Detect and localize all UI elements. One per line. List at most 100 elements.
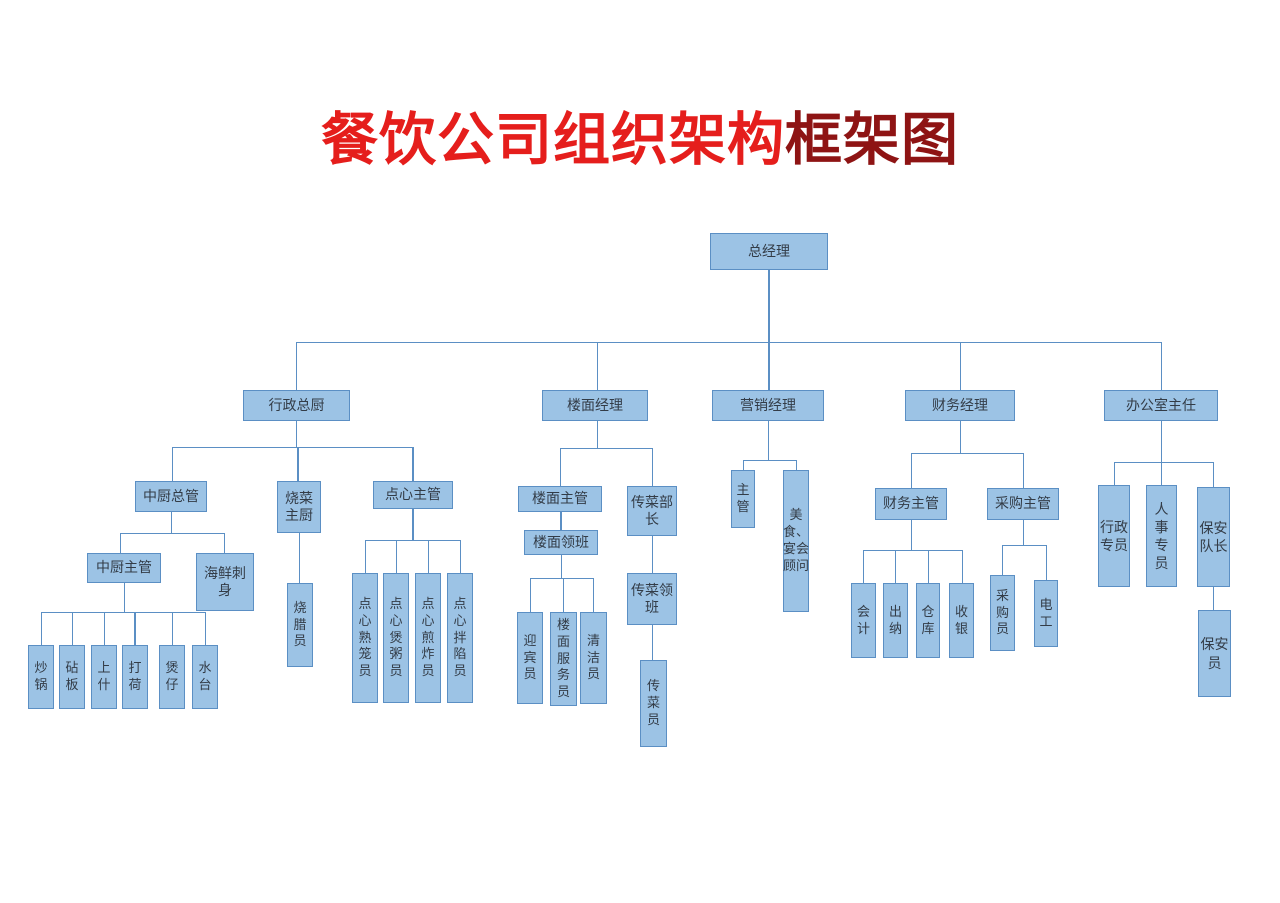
connector [560, 512, 562, 530]
connector [124, 583, 125, 612]
connector [1161, 462, 1162, 485]
connector [911, 453, 1023, 454]
node-accountant: 会计 [851, 583, 876, 658]
node-hr-specialist: 人事专员 [1146, 485, 1177, 587]
connector [530, 578, 531, 612]
node-wok-station: 炒锅 [28, 645, 54, 709]
connector [768, 270, 770, 342]
connector [768, 421, 769, 460]
connector [172, 612, 173, 645]
node-dimsum-filling-worker: 点心拌陷员 [447, 573, 473, 703]
connector [120, 533, 224, 534]
node-chinese-kitchen-supervisor: 中厨主管 [87, 553, 161, 583]
node-office-director: 办公室主任 [1104, 390, 1218, 421]
connector [172, 447, 173, 481]
connector [171, 512, 172, 533]
connector [652, 625, 653, 660]
connector [863, 550, 864, 583]
connector [911, 453, 912, 488]
node-finance-manager: 财务经理 [905, 390, 1015, 421]
node-teller: 出纳 [883, 583, 908, 658]
node-purchaser: 采购员 [990, 575, 1015, 651]
connector [172, 447, 413, 448]
page-title-suffix: 框架图 [785, 107, 959, 173]
connector [205, 612, 206, 645]
connector [296, 421, 297, 447]
node-warehouse: 仓库 [916, 583, 940, 658]
connector [911, 520, 912, 550]
node-seafood-sashimi: 海鲜刺 身 [196, 553, 254, 611]
connector [41, 612, 42, 645]
node-finance-supervisor: 财务主管 [875, 488, 947, 520]
connector [960, 421, 961, 453]
node-general-manager: 总经理 [710, 233, 828, 270]
node-admin-specialist: 行政专员 [1098, 485, 1130, 587]
node-dimsum-supervisor: 点心主管 [373, 481, 453, 509]
connector [224, 533, 225, 553]
connector [560, 448, 652, 449]
connector [1161, 342, 1162, 390]
connector [652, 536, 653, 573]
node-dimsum-fryer-worker: 点心煎炸员 [415, 573, 441, 703]
node-greeter: 迎宾员 [517, 612, 543, 704]
connector [1046, 545, 1047, 580]
connector [1213, 587, 1214, 610]
connector [563, 578, 564, 612]
page-title-main: 餐饮公司组织架构 [321, 107, 785, 173]
node-food-runner-foreman: 传菜领 班 [627, 573, 677, 625]
node-floor-manager: 楼面经理 [542, 390, 648, 421]
node-electrician: 电工 [1034, 580, 1058, 647]
node-bbq-worker: 烧腊员 [287, 583, 313, 667]
connector [1002, 545, 1003, 575]
connector [72, 612, 73, 645]
connector [560, 448, 561, 486]
connector [41, 612, 205, 613]
connector [863, 550, 962, 551]
page-title: 餐饮公司组织架构框架图 [0, 107, 1280, 174]
connector [412, 508, 414, 540]
node-floor-waiter: 楼面服务员 [550, 612, 577, 706]
connector [1161, 421, 1162, 462]
node-floor-supervisor: 楼面主管 [518, 486, 602, 512]
node-expediter-station: 打荷 [122, 645, 148, 709]
connector [299, 533, 300, 583]
node-floor-foreman: 楼面领班 [524, 530, 598, 555]
connector [296, 342, 297, 390]
node-chopping-board-station: 砧板 [59, 645, 85, 709]
node-cashier: 收银 [949, 583, 974, 658]
node-banquet-consultant: 美食、宴会顾问 [783, 470, 809, 612]
node-executive-chef: 行政总厨 [243, 390, 350, 421]
connector [743, 460, 744, 470]
connector [593, 578, 594, 612]
connector [365, 540, 366, 573]
connector [561, 555, 562, 578]
connector [796, 460, 797, 470]
connector [1114, 462, 1213, 463]
connector [960, 342, 961, 390]
node-security-guard: 保安员 [1198, 610, 1231, 697]
connector [412, 447, 414, 481]
node-purchasing-supervisor: 采购主管 [987, 488, 1059, 520]
node-food-runner: 传菜员 [640, 660, 667, 747]
connector [1213, 462, 1214, 487]
connector [895, 550, 896, 583]
connector [743, 460, 796, 461]
connector [1002, 545, 1046, 546]
connector [1023, 520, 1024, 545]
connector [597, 421, 598, 448]
connector [134, 612, 136, 645]
node-chinese-kitchen-chief: 中厨总管 [135, 481, 207, 512]
node-steamer-station: 上什 [91, 645, 117, 709]
node-marketing-supervisor: 主管 [731, 470, 755, 528]
connector [1114, 462, 1115, 485]
node-marketing-manager: 营销经理 [712, 390, 824, 421]
node-dimsum-congee-worker: 点心煲粥员 [383, 573, 409, 703]
connector [652, 448, 653, 486]
connector [428, 540, 429, 573]
node-cleaner: 清洁员 [580, 612, 607, 704]
node-water-station: 水台 [192, 645, 218, 709]
connector [104, 612, 105, 645]
node-security-captain: 保安队长 [1197, 487, 1230, 587]
connector [296, 342, 1162, 343]
